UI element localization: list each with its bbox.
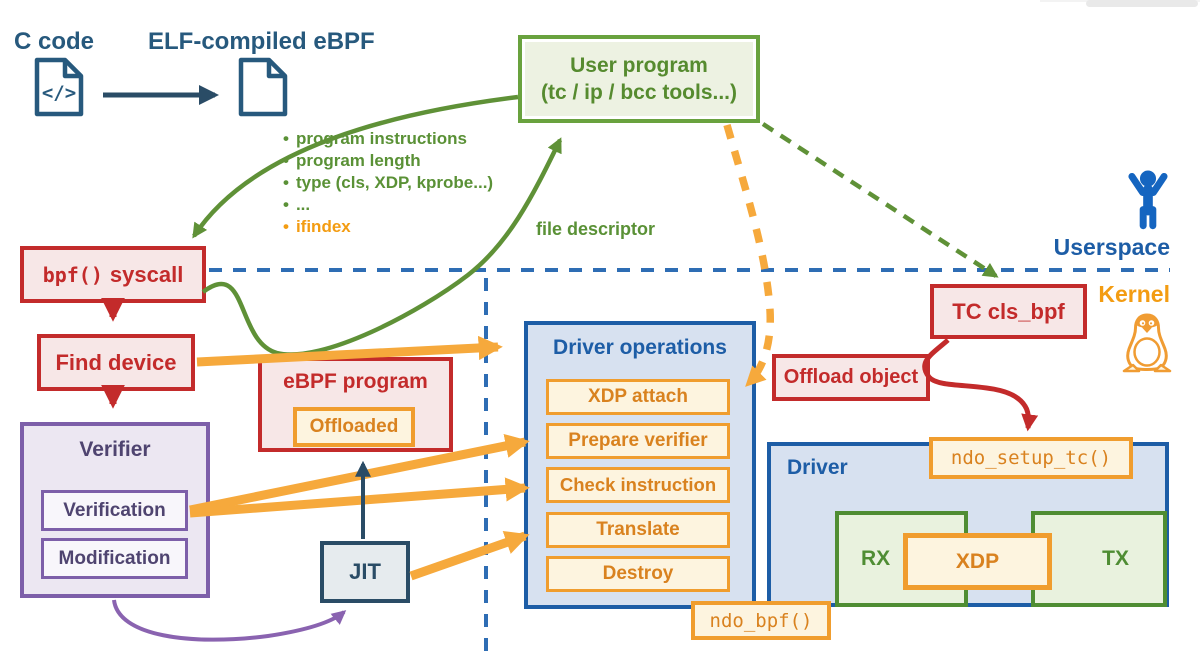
elf-compiled-label: ELF-compiled eBPF bbox=[148, 28, 375, 55]
verification-to-prepare-arrow bbox=[189, 433, 530, 515]
op-check-instruction: Check instruction bbox=[546, 467, 730, 503]
op-xdp-attach: XDP attach bbox=[546, 379, 730, 415]
ebpf-program-title: eBPF program bbox=[283, 370, 428, 393]
op-prepare-verifier: Prepare verifier bbox=[546, 423, 730, 459]
modification-box: Modification bbox=[41, 538, 188, 579]
file-descriptor-label: file descriptor bbox=[536, 219, 656, 239]
user-program-line2: (tc / ip / bcc tools...) bbox=[540, 81, 737, 104]
tux-penguin-icon bbox=[1122, 313, 1172, 373]
tc-to-ndo-setup-arrow bbox=[922, 338, 1039, 432]
list-item-text: type (cls, XDP, kprobe...) bbox=[295, 173, 494, 192]
list-item: • program instructions bbox=[283, 128, 493, 150]
offload-object-box: Offload object bbox=[772, 354, 930, 401]
bpf-syscall-box: bpf() syscall bbox=[20, 246, 206, 303]
verification-box: Verification bbox=[41, 490, 188, 531]
verifier-to-jit-arrow bbox=[112, 599, 347, 642]
syscall-args-list: • program instructions • program length • t… bbox=[283, 128, 493, 238]
jit-to-translate-arrow bbox=[409, 530, 530, 581]
bpf-syscall-rest: syscall bbox=[109, 261, 184, 287]
c-code-label: C code bbox=[14, 28, 95, 55]
bullet-dot: • bbox=[283, 173, 289, 192]
xdp-box: XDP bbox=[903, 533, 1052, 590]
user-person-icon bbox=[1128, 170, 1168, 230]
list-item-text: ... bbox=[295, 195, 311, 214]
bullet-dot: • bbox=[283, 129, 289, 148]
verifier-title: Verifier bbox=[79, 438, 151, 461]
ndo-bpf-box: ndo_bpf() bbox=[691, 601, 831, 640]
kernel-label: Kernel bbox=[1098, 281, 1170, 307]
op-translate: Translate bbox=[546, 512, 730, 548]
bullet-dot: • bbox=[283, 151, 289, 170]
jit-box: JIT bbox=[320, 541, 410, 603]
c-code-file-icon: </> bbox=[34, 57, 84, 117]
driver-operations-title: Driver operations bbox=[553, 336, 727, 359]
list-item-ifindex: • ifindex bbox=[283, 216, 493, 238]
tc-cls-bpf-box: TC cls_bpf bbox=[930, 284, 1087, 339]
userspace-label: Userspace bbox=[1053, 234, 1170, 260]
list-item-text: program instructions bbox=[295, 129, 467, 148]
driver-title: Driver bbox=[787, 456, 848, 479]
verification-to-check-arrow bbox=[189, 477, 530, 518]
find-device-box: Find device bbox=[37, 334, 195, 391]
user-program-box: User program (tc / ip / bcc tools...) bbox=[518, 35, 760, 123]
list-item-text: program length bbox=[295, 151, 421, 170]
elf-file-icon bbox=[238, 57, 288, 117]
list-item: •... bbox=[283, 194, 493, 216]
offloaded-box: Offloaded bbox=[293, 407, 415, 447]
code-glyph: </> bbox=[42, 82, 76, 104]
scrollbar-thumb[interactable] bbox=[1086, 0, 1198, 7]
user-to-tc-arrow bbox=[761, 122, 999, 278]
list-item: • type (cls, XDP, kprobe...) bbox=[283, 172, 493, 194]
op-destroy: Destroy bbox=[546, 556, 730, 592]
bullet-dot: • bbox=[283, 217, 289, 236]
bpf-syscall-mono: bpf() bbox=[42, 262, 103, 287]
list-item: • program length bbox=[283, 150, 493, 172]
ndo-setup-tc-box: ndo_setup_tc() bbox=[929, 437, 1133, 479]
list-item-text: ifindex bbox=[295, 217, 351, 236]
bullet-dot: • bbox=[283, 195, 289, 214]
user-program-line1: User program bbox=[570, 54, 708, 77]
